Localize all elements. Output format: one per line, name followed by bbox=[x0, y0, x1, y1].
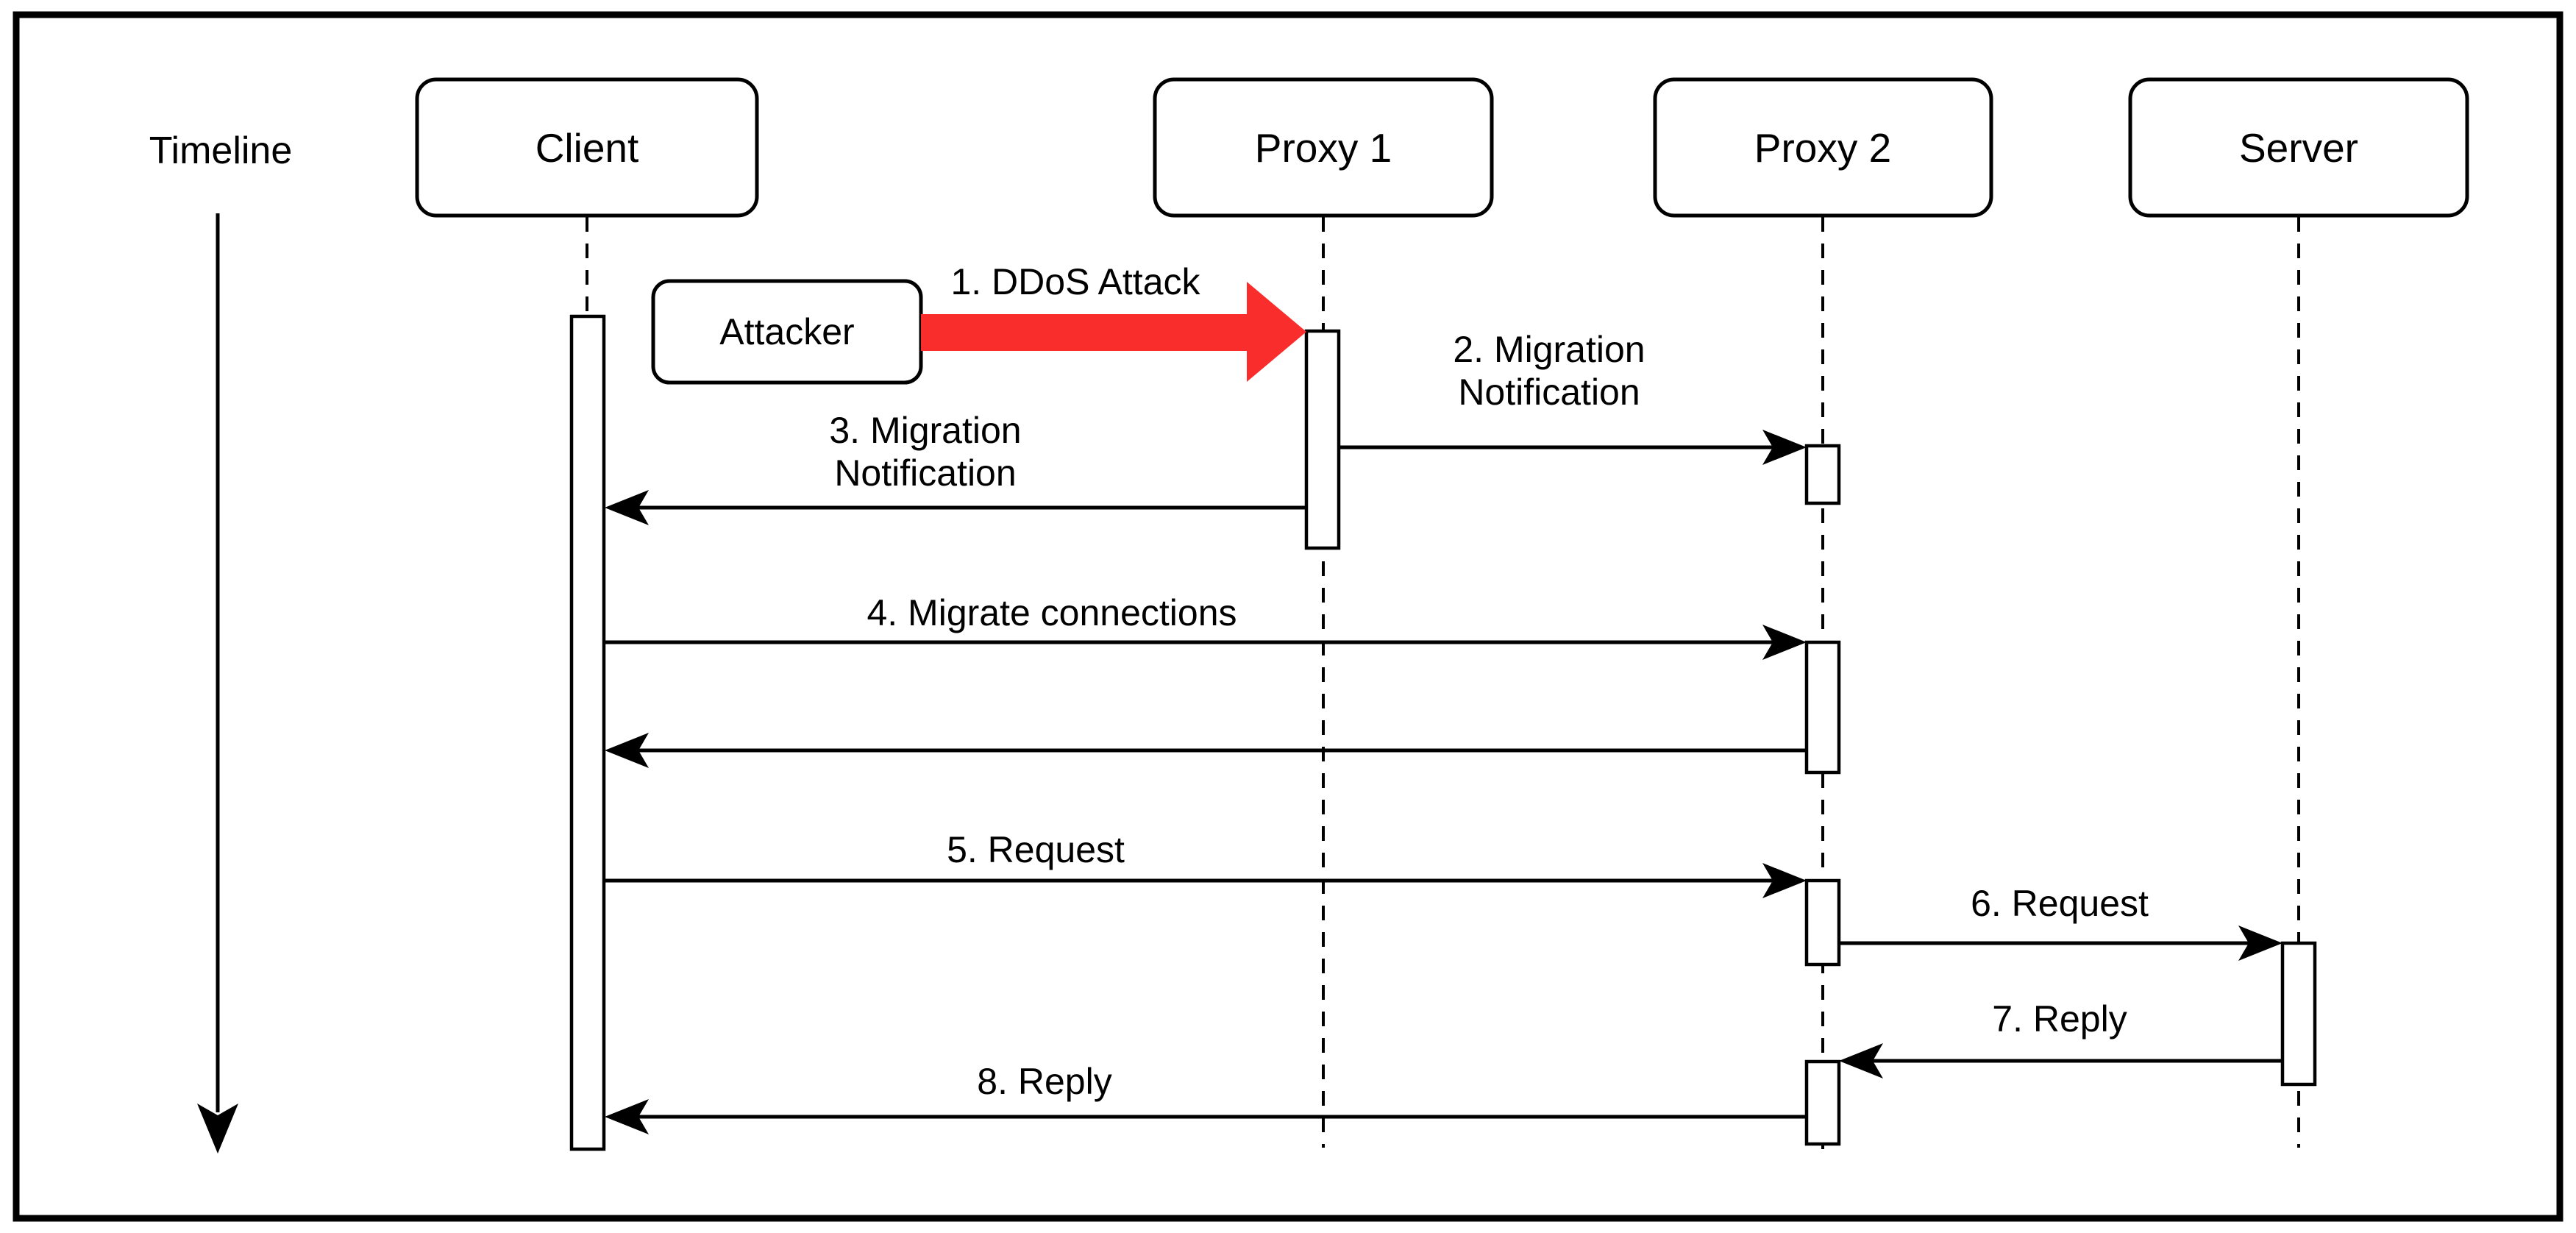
activation-server bbox=[2280, 941, 2317, 1087]
activation-client bbox=[569, 314, 606, 1151]
participant-proxy1: Proxy 1 bbox=[1153, 77, 1494, 218]
message-6-arrowhead-icon bbox=[2238, 925, 2283, 961]
message-7-arrowhead-icon bbox=[1839, 1043, 1883, 1079]
return-arrowhead-icon bbox=[605, 733, 649, 768]
activation-proxy2-3 bbox=[1804, 878, 1841, 967]
participant-label-proxy2: Proxy 2 bbox=[1754, 125, 1891, 171]
message-3-label-line1: 3. Migration bbox=[829, 410, 1021, 451]
participant-proxy2: Proxy 2 bbox=[1653, 77, 1993, 218]
message-8-label: 8. Reply bbox=[977, 1061, 1111, 1102]
participant-label-server: Server bbox=[2239, 125, 2358, 171]
timeline-label: Timeline bbox=[149, 129, 293, 172]
message-5-label: 5. Request bbox=[947, 829, 1125, 870]
message-4-label: 4. Migrate connections bbox=[867, 592, 1237, 633]
participant-server: Server bbox=[2128, 77, 2469, 218]
participant-box-client bbox=[415, 77, 759, 218]
participant-box-server bbox=[2128, 77, 2469, 218]
participant-client: Client bbox=[415, 77, 759, 218]
message-1-label: 1. DDoS Attack bbox=[950, 261, 1200, 302]
participant-box-proxy1 bbox=[1153, 77, 1494, 218]
activation-proxy2-2 bbox=[1804, 640, 1841, 775]
message-2-arrowhead-icon bbox=[1762, 430, 1807, 465]
ddos-attack-arrow bbox=[921, 282, 1306, 382]
message-2-label-line2: Notification bbox=[1458, 372, 1640, 413]
participant-box-proxy2 bbox=[1653, 77, 1993, 218]
timeline-arrowhead-icon bbox=[197, 1104, 238, 1154]
message-8-arrowhead-icon bbox=[605, 1099, 649, 1134]
activation-proxy2-4 bbox=[1804, 1059, 1841, 1146]
activation-proxy2-1 bbox=[1804, 444, 1841, 505]
activation-proxy1 bbox=[1304, 329, 1341, 550]
message-3-arrowhead-icon bbox=[605, 490, 649, 525]
participant-label-client: Client bbox=[536, 125, 639, 171]
message-6-label: 6. Request bbox=[1971, 883, 2149, 924]
message-4-arrowhead-icon bbox=[1762, 625, 1807, 660]
message-5-arrowhead-icon bbox=[1762, 863, 1807, 898]
message-7-label: 7. Reply bbox=[1992, 998, 2127, 1040]
participant-label-proxy1: Proxy 1 bbox=[1255, 125, 1392, 171]
message-2-label-line1: 2. Migration bbox=[1453, 329, 1645, 370]
attacker-label: Attacker bbox=[719, 311, 854, 352]
message-3-label-line2: Notification bbox=[834, 452, 1016, 494]
